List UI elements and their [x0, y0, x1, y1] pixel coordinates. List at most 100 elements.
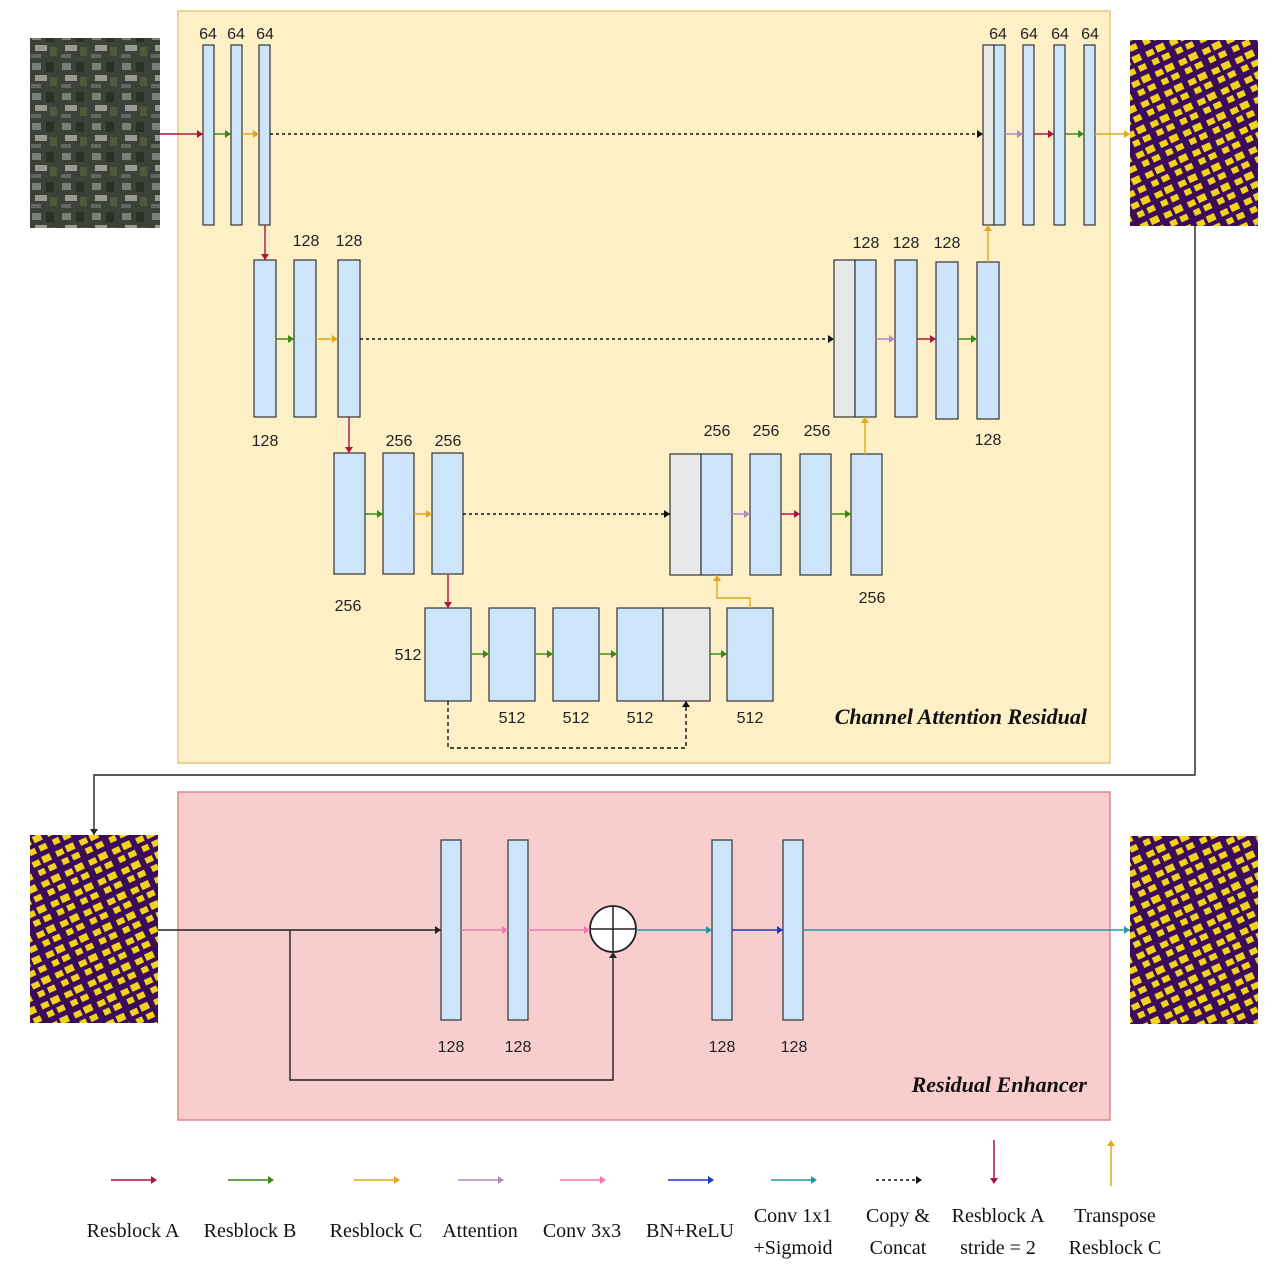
re-label-2: 128 [505, 1039, 532, 1056]
enc-l2-block-2 [293, 259, 317, 418]
arrowhead [713, 575, 721, 581]
l1-dec-label-3: 64 [1051, 26, 1069, 43]
dec-l1-block-3 [1053, 44, 1066, 226]
re-block-4 [782, 839, 804, 1021]
arrowhead [426, 510, 432, 518]
arrowhead [977, 130, 983, 138]
arrowhead [721, 650, 727, 658]
arrowhead [744, 510, 750, 518]
final-output-mask-image [1130, 836, 1258, 1024]
arrowhead [930, 335, 936, 343]
l4-bottom-label-1: 512 [499, 710, 526, 727]
arrowhead [253, 130, 259, 138]
enc-l2-block-1 [253, 259, 277, 418]
arrowhead [794, 510, 800, 518]
l4-bottom-label-2: 512 [563, 710, 590, 727]
arrowhead [609, 952, 617, 958]
l3-enc-top-label-1: 256 [386, 433, 413, 450]
arrowhead [483, 650, 489, 658]
bottleneck-skip-30 [447, 701, 687, 749]
l4-bottom-label-3: 512 [627, 710, 654, 727]
dec-l3-block-3 [799, 453, 832, 576]
arrowhead [1078, 130, 1084, 138]
l2-enc-top-label-2: 128 [336, 233, 363, 250]
arrowhead [708, 1176, 714, 1184]
re-block-2 [507, 839, 529, 1021]
re-block-1 [440, 839, 462, 1021]
arrowhead [828, 335, 834, 343]
enc-l3-block-1 [333, 452, 366, 575]
l2-dec-bottom-label: 128 [975, 432, 1002, 449]
legend-label-5: BN+ReLU [646, 1220, 734, 1242]
bottleneck-block-5 [726, 607, 774, 702]
legend-label-line1-8: Resblock A [952, 1205, 1045, 1227]
dec-l1-block-2 [1022, 44, 1035, 226]
enc-l1-block-3 [258, 44, 271, 226]
l2-enc-top-label-1: 128 [293, 233, 320, 250]
arrowhead [706, 926, 712, 934]
enc-l2-block-3 [337, 259, 361, 418]
dec-l2-block-3 [935, 261, 959, 420]
arrowhead [444, 602, 452, 608]
arrowhead [435, 926, 441, 934]
arrowhead [600, 1176, 606, 1184]
l1-dec-label-4: 64 [1081, 26, 1099, 43]
arrowhead [990, 1178, 998, 1184]
l3-dec-top-label-1: 256 [704, 423, 731, 440]
l4-left-label: 512 [395, 647, 422, 664]
dec-l3-block-2 [749, 453, 782, 576]
legend-label-line1-7: Copy & [866, 1205, 930, 1227]
dec-l2-block-4 [976, 261, 1000, 420]
legend-label-line2-9: Resblock C [1069, 1237, 1162, 1259]
arrowhead [332, 335, 338, 343]
enhancer-feed-31 [93, 226, 1196, 835]
l4-bottom-label-4: 512 [737, 710, 764, 727]
dec-l3-block-4 [850, 453, 883, 576]
l3-dec-top-label-2: 256 [753, 423, 780, 440]
arrowhead [288, 335, 294, 343]
arrowhead [502, 926, 508, 934]
dec-l3-concat-block [669, 453, 702, 576]
arrowhead [861, 417, 869, 423]
legend-label-line2-8: stride = 2 [960, 1237, 1036, 1259]
l3-enc-top-label-2: 256 [435, 433, 462, 450]
dec-l2-concat-block [833, 259, 856, 418]
arrowhead [268, 1176, 274, 1184]
arrowhead [547, 650, 553, 658]
bottleneck-block-1 [424, 607, 472, 702]
l3-dec-top-label-3: 256 [804, 423, 831, 440]
re-label-3: 128 [709, 1039, 736, 1056]
arrowhead [197, 130, 203, 138]
arrowhead [916, 1176, 922, 1184]
l3-enc-bottom-label: 256 [335, 598, 362, 615]
dec-l2-block-2 [894, 259, 918, 418]
legend-label-line2-6: +Sigmoid [753, 1237, 832, 1259]
l2-dec-top-label-3: 128 [934, 235, 961, 252]
residual-enhancer-panel [177, 791, 1111, 1121]
arrowhead [664, 510, 670, 518]
l3-dec-bottom-label: 256 [859, 590, 886, 607]
legend-label-0: Resblock A [87, 1220, 180, 1242]
arrowhead [584, 926, 590, 934]
arrowhead [1107, 1140, 1115, 1146]
arrowhead [611, 650, 617, 658]
l1-enc-label-3: 64 [256, 26, 274, 43]
legend-label-2: Resblock C [330, 1220, 423, 1242]
bottleneck-concat-block [662, 607, 711, 702]
arrowhead [1124, 130, 1130, 138]
enc-l3-block-3 [431, 452, 464, 575]
input-aerial-image [30, 38, 160, 228]
arrowhead [1048, 130, 1054, 138]
re-label-4: 128 [781, 1039, 808, 1056]
legend-label-3: Attention [442, 1220, 518, 1242]
arrowhead [151, 1176, 157, 1184]
legend-label-4: Conv 3x3 [543, 1220, 621, 1242]
legend-label-line2-7: Concat [870, 1237, 927, 1259]
bottleneck-block-3 [552, 607, 600, 702]
l2-enc-bottom-label: 128 [252, 433, 279, 450]
arrowhead [845, 510, 851, 518]
l2-dec-top-label-1: 128 [853, 235, 880, 252]
legend-label-1: Resblock B [204, 1220, 297, 1242]
